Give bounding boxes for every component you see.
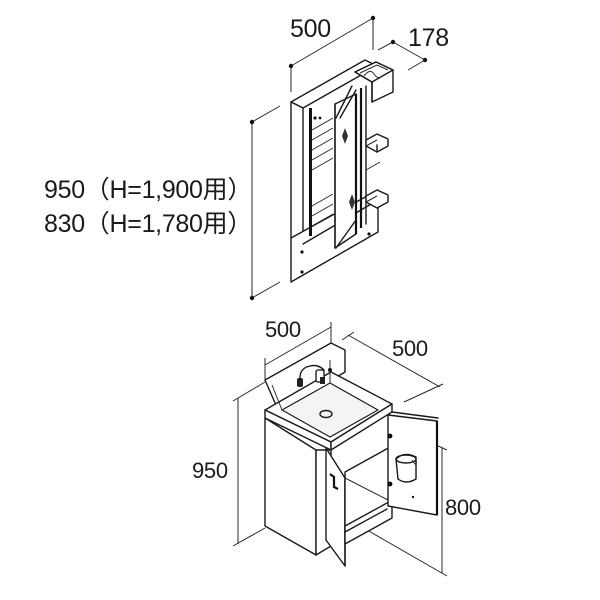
- mirror-depth-dimension-line: [377, 39, 428, 71]
- mirror-height-label-1780: 830（H=1,780用）: [44, 210, 253, 238]
- vanity-counter-height-label: 800: [445, 495, 481, 520]
- vanity-width-label: 500: [265, 317, 301, 342]
- mirror-width-dimension-line: [288, 15, 376, 92]
- vanity-depth-dimension-line: [341, 331, 444, 403]
- mirror-width-label: 500: [290, 15, 331, 43]
- vanity-height-dimension-line: [232, 381, 266, 547]
- mirror-depth-label: 178: [408, 24, 449, 52]
- vanity-height-label: 950: [192, 458, 228, 483]
- vanity-depth-label: 500: [392, 336, 428, 361]
- mirror-height-dimension-line: [249, 105, 281, 301]
- mirror-cabinet-body: [290, 59, 394, 283]
- faucet: [297, 364, 332, 387]
- vanity-width-dimension-line: [264, 322, 332, 380]
- cup-holder: [395, 453, 418, 483]
- vanity-body: [264, 342, 439, 567]
- mirror-height-label-1900: 950（H=1,900用）: [44, 176, 253, 204]
